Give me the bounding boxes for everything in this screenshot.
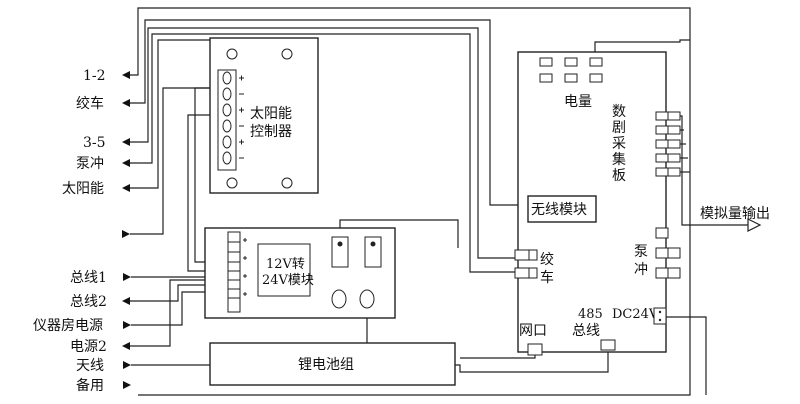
wireless-module: 无线模块 [527,195,597,223]
wire-bengchong [130,33,515,273]
arrow-unlabeled [122,230,130,238]
arrow-dianyuan2 [122,342,130,350]
bengchong-connectors [655,227,681,279]
arrow-taiyangneng [122,184,130,192]
wire-dianliang [594,39,690,58]
battery-box [209,342,456,386]
label-3-5: 3-5 [83,135,106,151]
label-taiyangneng: 太阳能 [62,181,104,197]
bus485-label-1: 485 [578,307,603,322]
polarity-marks [239,75,244,159]
jiaoche-label-char-1: 绞 [540,251,554,268]
power-panel: 12V转 24V模块 [204,227,396,319]
terminal-icon [222,103,232,117]
dc24v-label: DC24V [612,307,659,322]
arrow-beiyong [123,381,131,389]
switch-knob-icon [370,241,376,247]
dianliang-connectors [539,57,603,83]
label-beiyong: 备用 [76,377,104,394]
wire-dianyuan2 [130,279,228,347]
solar-controller-label-1: 太阳能 [250,106,292,122]
bengchong-label-char-1: 泵 [634,244,648,260]
wire-dc24v [665,316,707,395]
left-terminal-arrows [122,71,131,389]
switch-left[interactable] [331,236,349,268]
analog-output-label: 模拟量输出 [700,206,770,222]
analog-output: 模拟量输出 [700,206,770,232]
wire-taiyangneng [130,39,210,189]
terminal-icon [222,87,232,101]
label-yiqifang: 仪器房电源 [33,318,103,334]
wires [130,7,748,396]
solar-controller: 太阳能 控制器 [209,37,319,194]
solar-controller-label-2: 控制器 [250,124,292,140]
jiaoche-connectors [514,249,538,279]
wire-analog-output [680,115,748,226]
jiaoche-label-char-2: 车 [540,269,554,286]
wire-3-5-to-jiaoche [130,27,515,259]
analog-output-arrow-icon [747,218,762,232]
label-tianxian: 天线 [76,358,104,374]
battery-pack: 锂电池组 [209,342,456,386]
label-zongxian2: 总线2 [70,294,107,310]
connector-right-icon [359,289,375,309]
screw-icon [226,177,238,189]
switch-knob-icon [337,241,343,247]
module-terminal-strip [227,231,241,313]
connector-left-icon [331,289,347,309]
arrow-1-2 [122,71,130,79]
dc24v-connector [653,307,667,325]
switch-right[interactable] [364,236,382,268]
left-labels: 1-2 绞车 3-5 泵冲 太阳能 总线1 总线2 仪器房电源 电源2 天线 备… [33,68,107,394]
bus485-label-2: 总线 [572,323,600,339]
daq-label-char-4: 集 [612,151,626,168]
bus485-connector [600,339,616,351]
daq-label-char-2: 剧 [612,120,626,136]
wireless-module-label: 无线模块 [531,202,587,218]
dcdc-module-label-2: 24V模块 [262,273,314,288]
battery-label: 锂电池组 [298,357,354,373]
daq-label-char-5: 板 [612,168,626,184]
screw-icon [281,48,293,60]
wangkou-label: 网口 [519,323,547,339]
dianliang-label: 电量 [564,94,592,110]
wangkou-connector [527,343,543,356]
label-dianyuan2: 电源2 [70,339,107,355]
terminal-icon [222,151,232,165]
module-terminals [228,238,247,299]
wire-unlabeled [130,87,210,235]
daq-connectors [655,111,681,177]
terminal-icon [222,71,232,85]
terminal-icon [222,135,232,149]
screw-icon [226,48,238,60]
label-1-2: 1-2 [83,68,106,84]
arrow-zongxian1 [123,273,131,281]
wire-outer-loop [130,7,691,396]
arrow-jiaoche [122,99,130,107]
daq-label-char-3: 采 [612,136,626,152]
dcdc-module-label-1: 12V转 [266,257,305,272]
wire-zongxian2 [130,284,228,302]
arrow-bengchong [122,159,130,167]
terminal-icon [222,119,232,133]
wireless-module-box [527,195,597,223]
label-bengchong: 泵冲 [76,156,104,172]
screw-icon [281,177,293,189]
bengchong-label-char-2: 冲 [634,262,648,278]
wire-jiaoche-to-wireless [130,19,528,206]
arrow-yiqifang [123,321,131,329]
label-zongxian1: 总线1 [70,270,107,286]
dcdc-module-box [257,243,311,297]
arrow-zongxian2 [122,297,130,305]
solar-terminals [222,71,232,165]
arrow-tianxian [123,361,131,369]
arrow-3-5 [122,138,130,146]
label-jiaoche: 绞车 [76,95,104,112]
daq-label-char-1: 数 [612,104,626,120]
